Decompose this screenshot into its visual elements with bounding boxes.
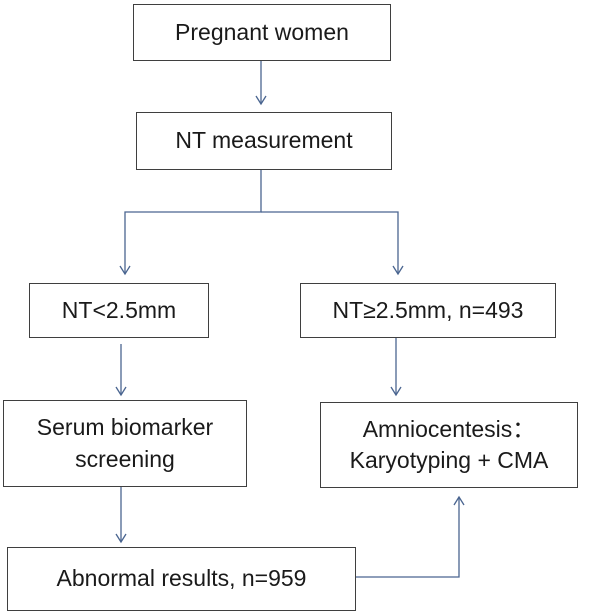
edge-nthigh-to-amnio: [390, 338, 402, 397]
edge-ntlow-to-serum: [115, 344, 127, 397]
node-pregnant-women-label: Pregnant women: [175, 18, 349, 45]
edge-pregnant-to-nt: [255, 61, 267, 106]
node-amnio-line-1: Amniocentesis：: [362, 415, 536, 442]
node-pregnant-women: Pregnant women: [133, 4, 391, 61]
node-amnio-line-2: Karyotyping + CMA: [349, 447, 549, 473]
node-serum-line-2: screening: [75, 445, 175, 472]
node-nt-below-threshold-label: NT<2.5mm: [61, 296, 177, 323]
node-nt-above-threshold: NT≥2.5mm, n=493: [300, 283, 556, 338]
node-abnormal-results: Abnormal results, n=959: [7, 547, 356, 611]
edge-nt-split: [119, 170, 404, 276]
node-nt-above-threshold-label: NT≥2.5mm, n=493: [332, 296, 524, 323]
node-nt-measurement-label: NT measurement: [175, 127, 353, 154]
node-serum-line-1: Serum biomarker: [36, 414, 214, 441]
node-abnormal-results-label: Abnormal results, n=959: [56, 565, 307, 592]
edge-serum-to-abnormal: [115, 487, 127, 544]
node-amniocentesis: Amniocentesis： Karyotyping + CMA: [320, 402, 578, 488]
node-serum-biomarker-screening: Serum biomarker screening: [3, 400, 247, 487]
node-nt-below-threshold: NT<2.5mm: [29, 283, 209, 338]
edge-abnormal-to-amnio: [356, 495, 465, 578]
node-nt-measurement: NT measurement: [136, 112, 392, 170]
